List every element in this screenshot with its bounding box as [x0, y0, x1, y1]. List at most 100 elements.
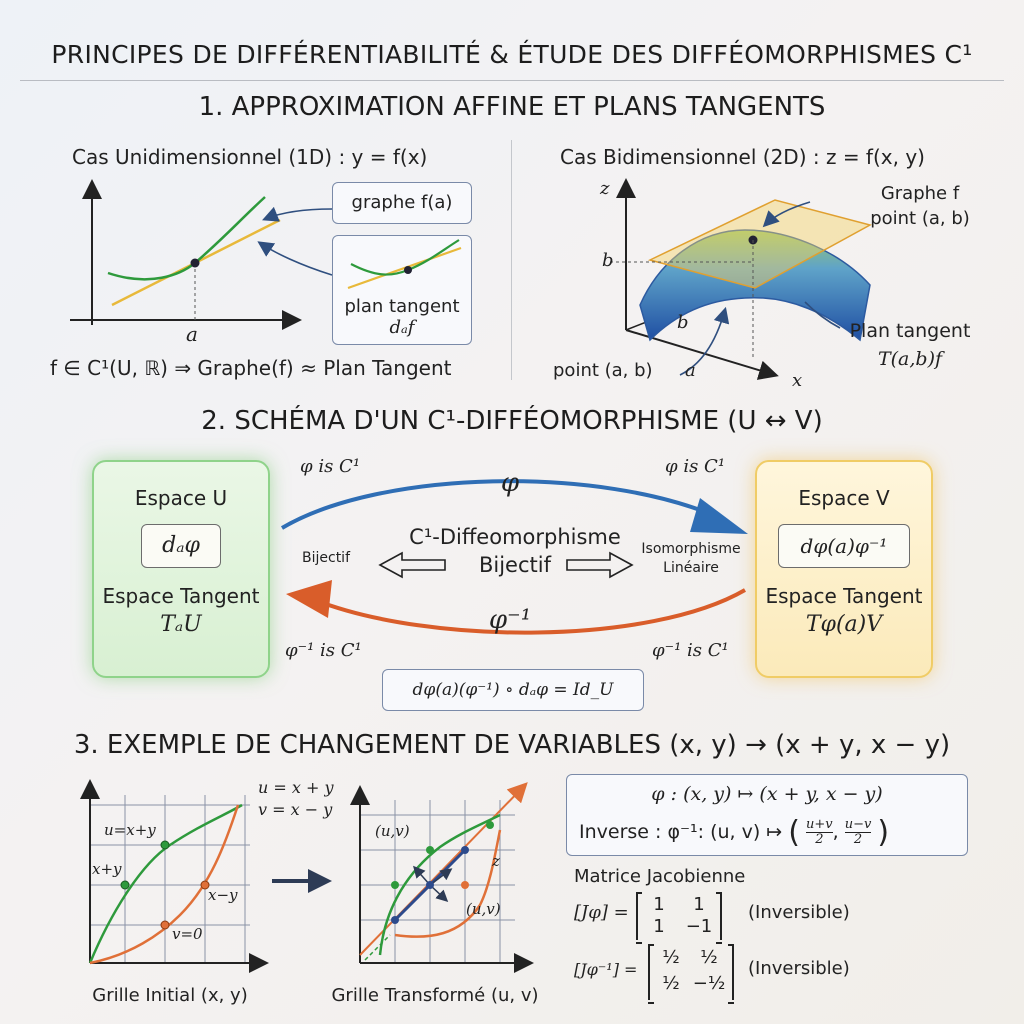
grid2-pt4	[391, 881, 399, 889]
arrow-phi	[280, 479, 721, 530]
left-small-bijectif: Bijectif	[302, 550, 351, 566]
tangent-point	[190, 258, 200, 268]
box-graphe: graphe f(a)	[332, 182, 472, 224]
section1-title: 1. APPROXIMATION AFFINE ET PLANS TANGENT…	[198, 92, 826, 122]
label-tabf: T(a,b)f	[877, 348, 943, 370]
grid-transform	[350, 782, 534, 973]
mini-tangent-graph	[347, 239, 462, 290]
grid2-orange-curve	[394, 829, 502, 938]
inverse-num2: u−v	[844, 817, 872, 833]
jacinv-m22: −½	[692, 973, 726, 994]
jacinv-m11: ½	[662, 947, 680, 968]
grid1-label-xpy: x+y	[92, 860, 122, 878]
grid2-label-uv-mid: (u,v)	[466, 900, 501, 918]
label-point-ab-top: point (a, b)	[870, 208, 970, 229]
label-graphe-f: Graphe f	[880, 183, 960, 204]
label-b-axis: b	[602, 250, 614, 271]
espace-v-sub1: Espace Tangent	[765, 584, 923, 608]
grid2-pt6	[461, 881, 469, 889]
jacinv-m21: ½	[662, 973, 680, 994]
grid1-pt4	[160, 920, 170, 930]
espace-u-box: dₐφ	[141, 524, 221, 568]
grid1-orange-curve	[89, 804, 240, 965]
jac-m22: −1	[685, 916, 713, 937]
jacinv-m12: ½	[700, 947, 718, 968]
plan-tangent-daf: dₐf	[389, 317, 415, 338]
page-title: PRINCIPES DE DIFFÉRENTIABILITÉ & ÉTUDE D…	[51, 40, 973, 69]
tangent-plane	[647, 199, 873, 289]
jacinv-matrix: ½ ½ ½ −½	[648, 944, 734, 1004]
grid2-pt7	[486, 821, 494, 829]
label-x: x	[792, 370, 803, 391]
grid1-pt2	[160, 840, 170, 850]
phiinv-is-c1-left: φ⁻¹ is C¹	[285, 640, 362, 661]
grid2-pt2	[426, 881, 434, 889]
jacinv-label: [Jφ⁻¹] =	[574, 960, 638, 979]
jacinv-note: (Inversible)	[748, 958, 850, 979]
label-plan-tangent: Plan tangent	[849, 320, 971, 342]
phiinv-label: φ⁻¹	[488, 605, 532, 635]
mini-tangent-line	[347, 246, 462, 290]
section1-right-heading: Cas Bidimensionnel (2D) : z = f(x, y)	[560, 145, 925, 169]
inverse-prefix: Inverse : φ⁻¹: (u, v) ↦	[579, 821, 783, 843]
map-eq-2: v = x − y	[258, 800, 333, 819]
grid2-label-uv-top: (u,v)	[375, 822, 410, 840]
grid2-green-curve	[378, 813, 501, 956]
map-eq-1: u = x + y	[258, 778, 334, 797]
section3-title: 3. EXEMPLE DE CHANGEMENT DE VARIABLES (x…	[73, 730, 951, 760]
grid-initial	[80, 779, 269, 973]
diffeo-arrows	[280, 479, 748, 635]
graph-2d	[610, 178, 873, 380]
section1-divider	[511, 140, 512, 380]
panel-espace-v: Espace V dφ(a)φ⁻¹ Espace Tangent Tφ(a)V	[755, 460, 933, 678]
transform-arrow	[272, 869, 332, 893]
phiinv-is-c1-right: φ⁻¹ is C¹	[652, 640, 729, 661]
phi-is-c1-left: φ is C¹	[300, 456, 361, 477]
inverse-row: Inverse : φ⁻¹: (u, v) ↦ ( u+v 2 , u−v 2 …	[579, 815, 890, 850]
section2-title: 2. SCHÉMA D'UN C¹-DIFFÉOMORPHISME (U ↔ V…	[201, 406, 823, 436]
jac-label: [Jφ] =	[574, 902, 629, 923]
espace-u-title: Espace U	[134, 486, 228, 510]
phi-def: φ : (x, y) ↦ (x + y, x − y)	[651, 783, 883, 805]
box-plan-tangent: plan tangent dₐf	[332, 235, 472, 345]
grid2-pt3	[461, 846, 469, 854]
axis-label-a: a	[186, 322, 198, 346]
panel-espace-u: Espace U dₐφ Espace Tangent TₐU	[92, 460, 270, 678]
arrow-to-curve	[262, 206, 333, 222]
arrow-phiinv-head	[286, 580, 332, 618]
grid1-pt3	[200, 880, 210, 890]
jac-m12: 1	[693, 894, 705, 915]
arrow-phiinv	[314, 588, 747, 635]
grid1-pt1	[120, 880, 130, 890]
section1-formula: f ∈ C¹(U, ℝ) ⇒ Graphe(f) ≈ Plan Tangent	[50, 356, 452, 380]
espace-u-sub2: TₐU	[160, 612, 202, 637]
arrow-phi-head	[690, 498, 748, 534]
plan-tangent-label: plan tangent	[344, 296, 460, 317]
title-divider	[20, 80, 1004, 81]
inverse-den2: 2	[853, 832, 863, 847]
graph-1d	[70, 179, 333, 330]
espace-u-sub1: Espace Tangent	[102, 584, 260, 608]
label-b-floor: b	[677, 312, 689, 333]
section1-left-heading: Cas Unidimensionnel (1D) : y = f(x)	[72, 145, 428, 169]
grid2-pt5	[426, 846, 434, 854]
inverse-num1: u+v	[806, 817, 833, 833]
double-arrow-left	[378, 551, 446, 579]
identity-box: dφ(a)(φ⁻¹) ∘ dₐφ = Id_U	[382, 669, 644, 711]
paren-close: )	[877, 815, 890, 850]
mini-point	[404, 266, 412, 274]
inverse-frac2: u−v 2	[844, 817, 872, 847]
grid1-label-xmy: x−y	[208, 886, 238, 904]
espace-v-title: Espace V	[798, 486, 890, 510]
right-small-2: Linéaire	[663, 560, 719, 576]
center-line1: C¹-Diffeomorphisme	[409, 525, 621, 549]
arrow-graph	[762, 201, 811, 228]
jac-m21: 1	[653, 916, 665, 937]
jac-title: Matrice Jacobienne	[574, 866, 746, 887]
arrow-plane	[804, 301, 841, 329]
label-point-ab: point (a, b)	[553, 360, 653, 381]
label-a-floor: a	[685, 360, 696, 381]
jac-m11: 1	[653, 894, 665, 915]
surface	[639, 229, 871, 342]
phi-definition-box: φ : (x, y) ↦ (x + y, x − y) Inverse : φ⁻…	[566, 774, 968, 856]
